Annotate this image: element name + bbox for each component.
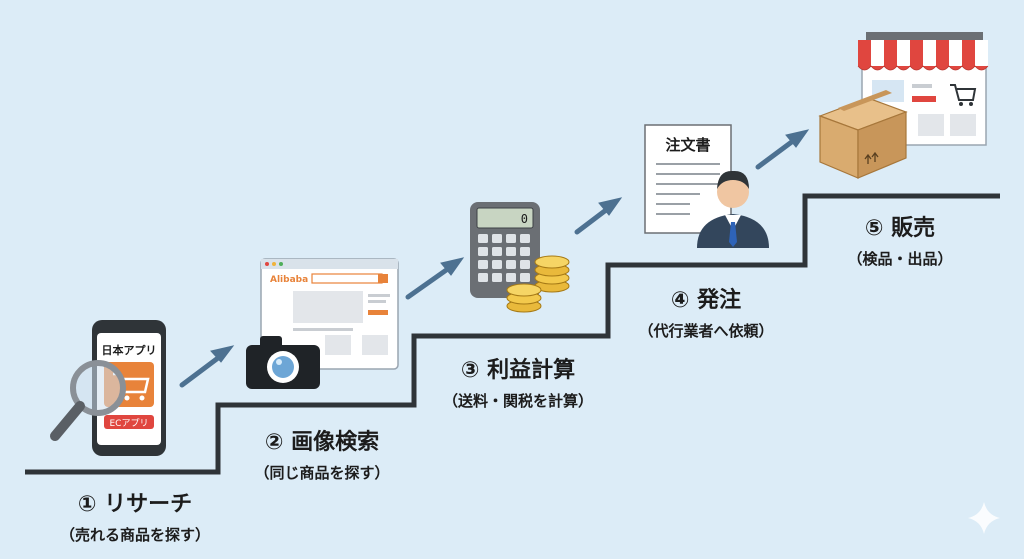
staircase-line	[25, 193, 1000, 475]
step-4-label: ④ 発注 （代行業者へ依頼）	[596, 282, 816, 341]
step-number: ②	[264, 430, 284, 455]
phone-magnifier-icon: 日本アプリ ECアプリ	[50, 320, 166, 456]
arrow-icon	[574, 197, 623, 235]
document-title: 注文書	[665, 136, 710, 154]
step-2-label: ② 画像検索 （同じ商品を探す）	[212, 424, 432, 483]
step-title: 画像検索	[291, 430, 380, 455]
step-title: 販売	[891, 216, 936, 241]
phone-label: 日本アプリ	[102, 343, 157, 357]
order-form-agent-icon: 注文書	[644, 124, 769, 248]
arrow-icon	[755, 129, 810, 170]
step-subtitle: （検品・出品）	[847, 250, 953, 268]
step-title: 発注	[697, 288, 742, 313]
step-title: 利益計算	[487, 358, 576, 383]
sparkle-icon	[968, 502, 1000, 534]
step-5-label: ⑤ 販売 （検品・出品）	[795, 210, 1005, 269]
step-subtitle: （売れる商品を探す）	[59, 526, 210, 544]
step-subtitle: （代行業者へ依頼）	[638, 322, 774, 340]
calculator-coins-icon: 0	[470, 202, 570, 313]
browser-brand: Alibaba	[270, 275, 308, 285]
step-title: リサーチ	[104, 492, 193, 517]
shop-box-icon	[818, 32, 989, 179]
app-label: ECアプリ	[110, 418, 149, 429]
step-3-label: ③ 利益計算 （送料・関税を計算）	[408, 352, 628, 411]
step-number: ④	[670, 288, 690, 313]
step-number: ①	[77, 492, 97, 517]
step-subtitle: （同じ商品を探す）	[254, 464, 390, 482]
arrow-icon	[405, 257, 465, 300]
arrow-icon	[179, 345, 235, 388]
step-1-label: ① リサーチ （売れる商品を探す）	[20, 486, 250, 545]
calculator-display: 0	[521, 212, 528, 226]
camera-browser-icon: Alibaba	[246, 258, 399, 389]
step-subtitle: （送料・関税を計算）	[442, 392, 593, 410]
step-number: ⑤	[864, 216, 884, 241]
step-number: ③	[460, 358, 480, 383]
